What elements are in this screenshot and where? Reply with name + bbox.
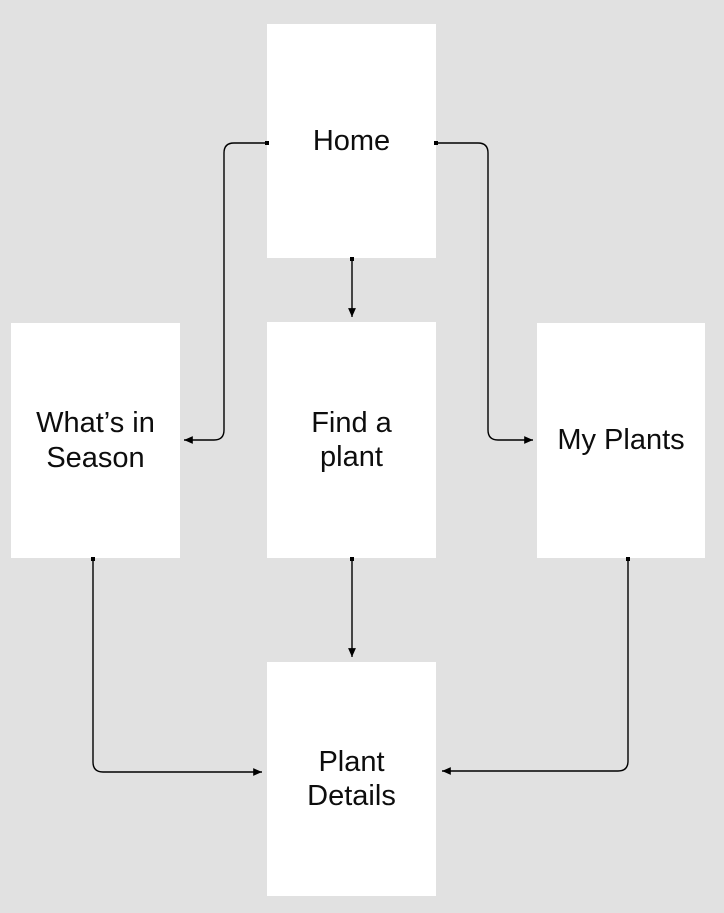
node-home[interactable]: Home (267, 24, 436, 258)
node-label: My Plants (557, 424, 685, 457)
node-label: What’s in Season (36, 407, 155, 474)
node-find-a-plant[interactable]: Find a plant (267, 322, 436, 558)
node-my-plants[interactable]: My Plants (537, 323, 705, 558)
node-label: Find a plant (311, 406, 392, 473)
node-whats-in-season[interactable]: What’s in Season (11, 323, 180, 558)
node-label: Plant Details (307, 745, 396, 812)
edge-home-to-my-plants (433, 140, 533, 444)
edge-my-plants-to-plant-details (442, 556, 631, 775)
edge-whats-in-season-to-plant-details (90, 556, 262, 776)
node-plant-details[interactable]: Plant Details (267, 662, 436, 896)
edge-home-to-whats-in-season (184, 140, 270, 444)
node-label: Home (312, 124, 391, 157)
